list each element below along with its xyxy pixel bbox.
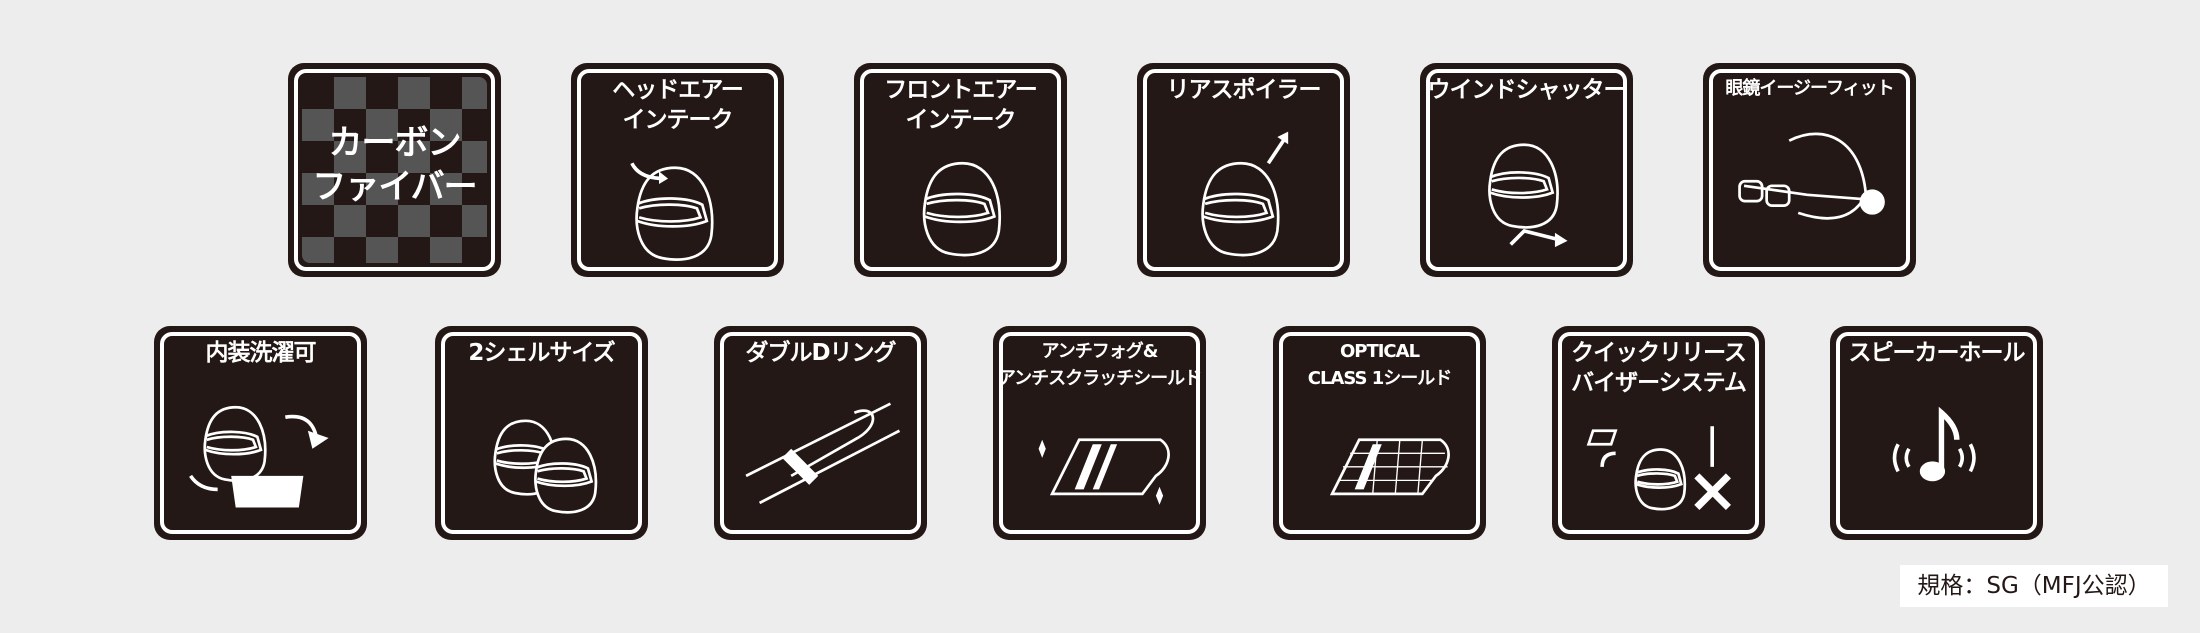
helmet-head-air-intake-icon <box>630 162 714 261</box>
feature-badge: アンチフォグ&アンチスクラッチシールド <box>993 326 1206 540</box>
feature-badge: カーボンファイバー <box>288 63 501 277</box>
feature-label-line: OPTICAL <box>1339 341 1420 362</box>
feature-label-line: クイックリリース <box>1571 340 1747 366</box>
feature-badge: クイックリリースバイザーシステム <box>1552 326 1765 540</box>
feature-badge: ウインドシャッター <box>1420 63 1633 277</box>
feature-label-line: ヘッドエアー <box>612 77 744 103</box>
feature-label: フロントエアーインテーク <box>854 75 1067 135</box>
feature-label: アンチフォグ&アンチスクラッチシールド <box>993 338 1206 392</box>
feature-label: カーボンファイバー <box>288 121 501 209</box>
feature-label-line: スピーカーホール <box>1848 340 2026 366</box>
feature-label: クイックリリースバイザーシステム <box>1552 338 1765 398</box>
feature-label-line: アンチスクラッチシールド <box>997 368 1202 389</box>
helmet-wind-shutter-icon <box>1488 143 1568 248</box>
feature-badge: 眼鏡イージーフィット <box>1703 63 1916 277</box>
feature-label-line: ファイバー <box>312 167 477 207</box>
feature-badge: スピーカーホール <box>1830 326 2043 540</box>
feature-badge: リアスポイラー <box>1137 63 1350 277</box>
feature-label: ヘッドエアーインテーク <box>571 75 784 135</box>
feature-label-line: 2シェルサイズ <box>468 340 615 366</box>
feature-label-line: リアスポイラー <box>1166 77 1322 103</box>
feature-label: 2シェルサイズ <box>435 338 648 368</box>
carbon-checker-icon <box>302 77 487 263</box>
double-d-ring-icon <box>745 402 901 505</box>
feature-label-line: 眼鏡イージーフィット <box>1725 78 1894 99</box>
glasses-fit-icon <box>1738 132 1885 220</box>
spec-label: 規格：SG（MFJ公認） <box>1900 565 2168 607</box>
feature-label-line: フロントエアー <box>884 77 1038 103</box>
helmet-rear-spoiler-icon <box>1201 131 1289 257</box>
feature-label-line: インテーク <box>905 107 1017 133</box>
feature-badge: 内装洗濯可 <box>154 326 367 540</box>
feature-badge: 2シェルサイズ <box>435 326 648 540</box>
feature-label: 内装洗濯可 <box>154 338 367 368</box>
feature-label-line: CLASS 1シールド <box>1307 368 1453 389</box>
helmet-front-air-intake-icon <box>922 161 1002 257</box>
washable-liner-icon <box>189 405 329 508</box>
feature-badge: ダブルDリング <box>714 326 927 540</box>
feature-label: 眼鏡イージーフィット <box>1703 75 1916 102</box>
feature-label-line: カーボン <box>328 123 462 163</box>
feature-label-line: アンチフォグ& <box>1041 341 1159 362</box>
anti-fog-shield-icon <box>1038 438 1170 505</box>
feature-label-line: インテーク <box>622 107 734 133</box>
two-helmets-icon <box>493 419 598 514</box>
feature-label: ウインドシャッター <box>1420 75 1633 105</box>
feature-label-line: 内装洗濯可 <box>205 340 317 366</box>
feature-label: スピーカーホール <box>1830 338 2043 368</box>
optical-shield-icon <box>1329 438 1450 496</box>
feature-label-line: バイザーシステム <box>1571 370 1747 396</box>
feature-label-line: ウインドシャッター <box>1427 77 1627 103</box>
feature-badge: OPTICAL CLASS 1シールド <box>1273 326 1486 540</box>
feature-badge: フロントエアーインテーク <box>854 63 1067 277</box>
feature-label-line: ダブルDリング <box>745 340 896 366</box>
feature-badge: ヘッドエアーインテーク <box>571 63 784 277</box>
feature-label: リアスポイラー <box>1137 75 1350 105</box>
feature-label: OPTICAL CLASS 1シールド <box>1273 338 1486 392</box>
quick-release-visor-icon <box>1586 426 1731 511</box>
feature-label: ダブルDリング <box>714 338 927 368</box>
speaker-music-note-icon <box>1892 406 1976 482</box>
